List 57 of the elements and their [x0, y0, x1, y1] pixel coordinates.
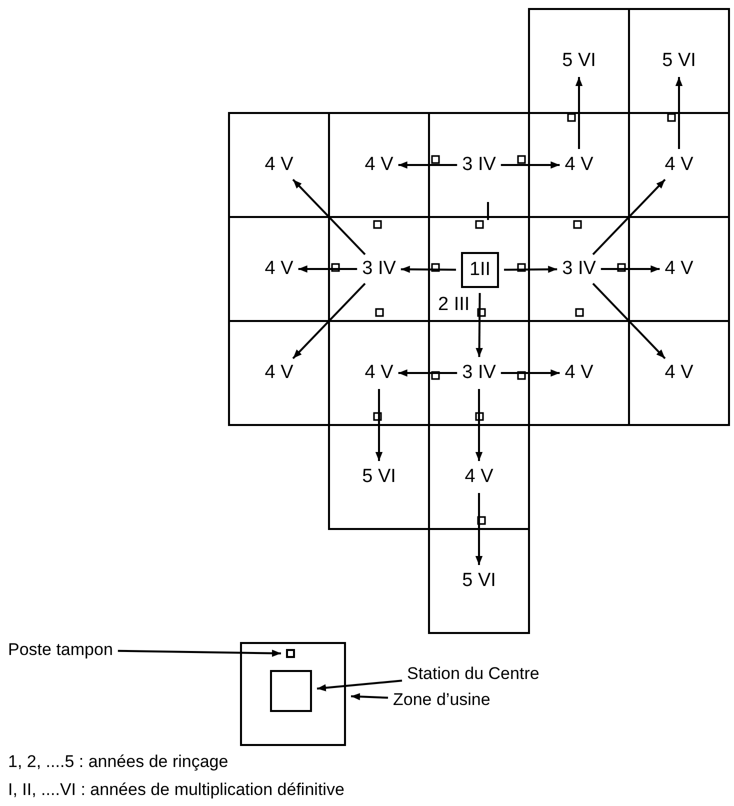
plot-label: 5 VI: [562, 50, 596, 72]
plot-cell: [228, 320, 330, 426]
plot-label: 2 III: [438, 294, 470, 316]
plot-label: 5 VI: [462, 570, 496, 592]
plot-cell: [528, 8, 630, 114]
leader-arrow: [316, 680, 402, 692]
arrow: [476, 292, 483, 358]
plot-label: 3 IV: [562, 258, 596, 280]
plot-cell: [428, 528, 530, 634]
arrow: [400, 266, 456, 273]
zone-square-symbol: [240, 642, 346, 746]
arrow: [592, 282, 666, 360]
plot-label: 5 VI: [362, 466, 396, 488]
arrow: [398, 161, 458, 169]
arrow: [500, 161, 560, 169]
plot-label: 4 V: [664, 154, 694, 176]
center-plot-box: 1II: [461, 252, 499, 288]
leader-arrow: [118, 650, 282, 657]
callout-label: Zone d’usine: [393, 690, 490, 710]
square-symbol: [270, 670, 312, 712]
callout-label: Poste tampon: [8, 640, 113, 660]
plot-label: 4 V: [464, 466, 494, 488]
plot-label: 4 V: [264, 258, 294, 280]
arrow: [292, 282, 366, 360]
arrow: [375, 389, 383, 461]
plot-cell: [228, 112, 330, 218]
plot-label: 4 V: [664, 258, 694, 280]
arrow: [675, 77, 683, 149]
arrow: [475, 389, 483, 461]
plot-label: 3 IV: [462, 362, 496, 384]
plot-cell: [628, 8, 730, 114]
plot-label: 4 V: [264, 362, 294, 384]
plot-label: 4 V: [364, 154, 394, 176]
arrow: [298, 265, 358, 273]
arrow: [475, 493, 483, 565]
square-symbol: [286, 649, 295, 658]
leader-arrow: [350, 693, 388, 700]
plot-label: 4 V: [364, 362, 394, 384]
plot-label: 4 V: [564, 154, 594, 176]
arrow: [398, 369, 458, 377]
arrow: [592, 178, 666, 256]
plot-label: 4 V: [664, 362, 694, 384]
plot-label: 3 IV: [462, 154, 496, 176]
arrow: [504, 266, 558, 273]
plot-cell: [628, 320, 730, 426]
plot-cell: [328, 424, 430, 530]
legend-note: 1, 2, ....5 : années de rinçage: [8, 752, 228, 772]
arrow: [575, 77, 583, 149]
callout-label: Station du Centre: [407, 664, 540, 684]
arrow: [500, 369, 560, 377]
plot-label: 3 IV: [362, 258, 396, 280]
legend-note: I, II, ....VI : années de multiplication définitive: [8, 780, 344, 800]
plot-label: 4 V: [564, 362, 594, 384]
arrow: [600, 265, 660, 273]
arrow: [292, 178, 366, 256]
plot-label: 4 V: [264, 154, 294, 176]
plot-label: 5 VI: [662, 50, 696, 72]
